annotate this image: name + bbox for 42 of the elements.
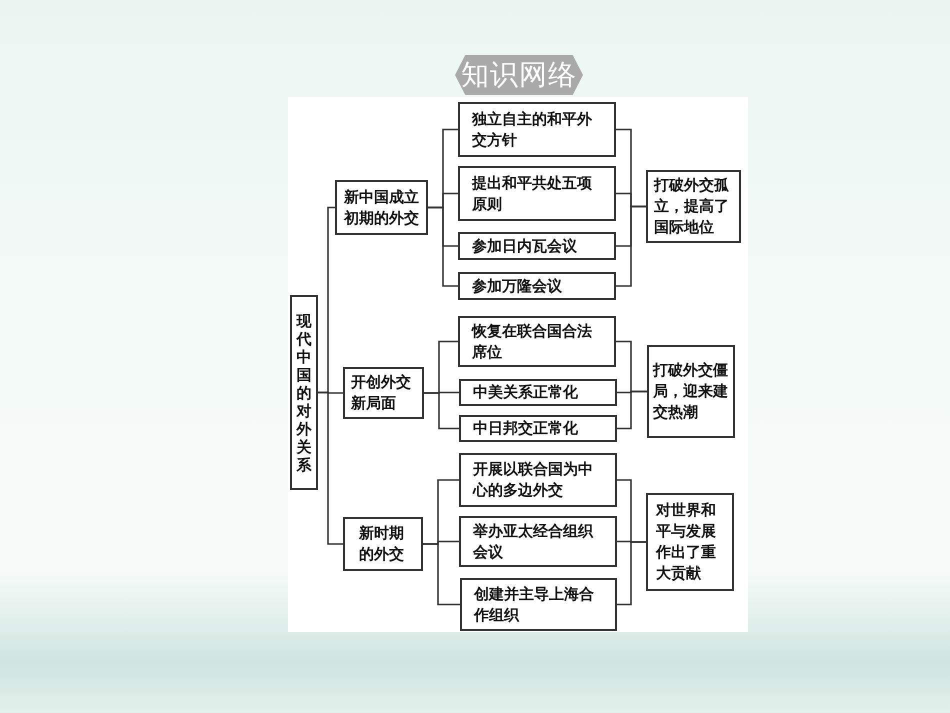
node-text: 新时期的外交 [359,523,405,565]
text-box [460,578,617,631]
text-box [343,367,424,419]
node-text: 打破外交孤立，提高了国际地位 [654,175,730,238]
node-text: 中美关系正常化 [473,382,578,403]
text-box [459,453,617,507]
text-box [646,170,741,243]
text-box [458,102,616,157]
node-text: 恢复在联合国合法席位 [472,320,593,362]
node-text: 参加万隆会议 [472,276,562,296]
title-banner: 知识网络 [455,55,583,95]
node-text: 中日邦交正常化 [473,418,578,439]
node-text: 参加日内瓦会议 [472,236,577,256]
connector-line [318,392,343,545]
text-box [335,180,428,235]
connector-line [428,206,458,287]
node-text: 创建并主导上海合作组织 [474,584,595,626]
text-box [459,379,617,406]
connector-line [616,206,646,287]
text-box [290,295,318,490]
text-box [459,415,617,442]
text-box [458,316,616,367]
text-box [458,272,616,300]
text-box [458,166,616,221]
connector-line [617,390,647,430]
text-box [458,232,616,260]
node-text: 打破外交僵局，迎来建交热潮 [653,360,729,423]
text-box [343,517,423,571]
node-text: 对世界和平与发展作出了重大贡献 [656,500,717,584]
text-box [459,516,617,567]
connector-line [424,392,459,430]
connector-line [423,543,460,606]
node-text: 独立自主的和平外交方针 [472,108,593,150]
node-text: 开展以联合国为中心的多边外交 [473,459,594,501]
node-text: 新中国成立初期的外交 [344,186,420,228]
connector-line [617,541,646,606]
node-text: 现代中国的对外关系 [296,312,312,474]
node-text: 开创外交新局面 [351,372,412,414]
node-text: 举办亚太经合组织会议 [473,520,594,562]
text-box [647,345,735,438]
text-box [646,493,734,591]
node-text: 提出和平共处五项原则 [472,172,593,214]
